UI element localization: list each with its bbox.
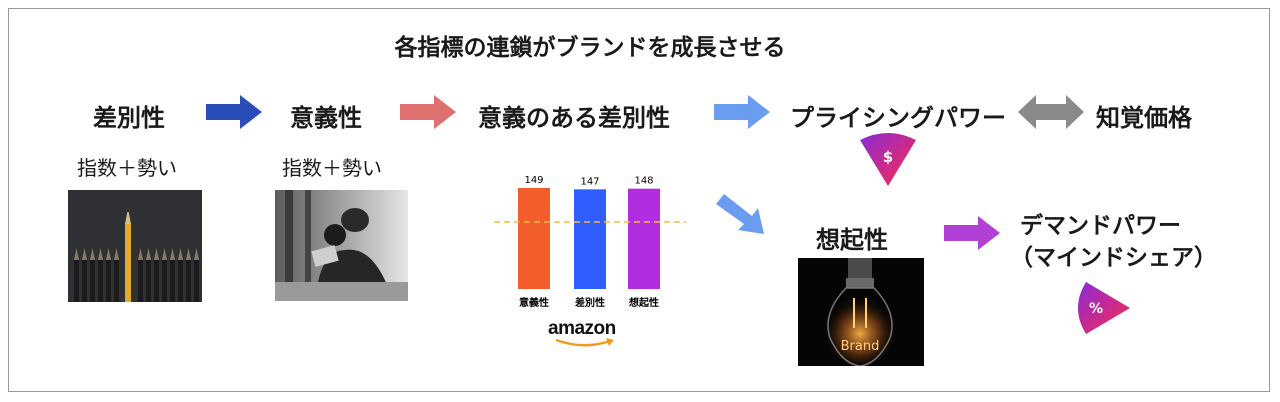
bar-2 <box>574 189 606 289</box>
slide-title: 各指標の連鎖がブランドを成長させる <box>394 35 786 61</box>
brand-bulb-photo: Brand <box>798 258 924 366</box>
bar-value-label: 148 <box>634 176 653 187</box>
node-demand-power-sub: （マインドシェア） <box>1010 245 1217 271</box>
bar-3 <box>628 188 660 289</box>
bar-value-label: 149 <box>524 175 543 186</box>
node-pricing-power: プライシングパワー <box>790 104 1006 132</box>
category-label: 意義性 <box>519 296 549 309</box>
sub-label-meaning: 指数＋勢い <box>282 156 382 180</box>
arrow-right-icon <box>714 95 770 129</box>
bar-1 <box>518 188 550 289</box>
node-differentiation: 差別性 <box>93 104 165 132</box>
node-perceived-price: 知覚価格 <box>1096 104 1192 132</box>
double-arrow-icon <box>1018 95 1084 129</box>
amazon-logo: amazon <box>548 318 630 348</box>
arrow-right-icon <box>206 95 262 129</box>
family-reading-photo <box>275 190 408 301</box>
arrow-right-icon <box>400 95 456 129</box>
dollar-sign: $ <box>883 148 893 166</box>
bulb-image: Brand <box>798 258 924 366</box>
family-image <box>275 190 408 301</box>
dollar-icon: $ <box>860 133 916 186</box>
node-meaningful-difference: 意義のある差別性 <box>478 104 670 132</box>
pencils-photo <box>68 190 202 302</box>
pencils-image <box>68 190 202 302</box>
arrow-diagonal-icon <box>716 194 764 234</box>
bar-chart: 149 意義性 147 差別性 148 想起性 <box>494 175 686 309</box>
arrow-right-icon <box>944 216 1000 250</box>
bar-value-label: 147 <box>580 176 599 187</box>
percent-icon: % <box>1078 282 1130 334</box>
percent-sign: % <box>1089 301 1103 317</box>
node-meaning: 意義性 <box>290 104 362 132</box>
category-label: 想起性 <box>628 296 659 309</box>
bulb-brand-text: Brand <box>841 339 880 354</box>
sub-label-differentiation: 指数＋勢い <box>77 156 177 180</box>
node-salience: 想起性 <box>816 226 888 254</box>
amazon-smile-icon <box>555 338 614 347</box>
category-label: 差別性 <box>575 296 605 309</box>
node-demand-power: デマンドパワー <box>1020 213 1181 239</box>
